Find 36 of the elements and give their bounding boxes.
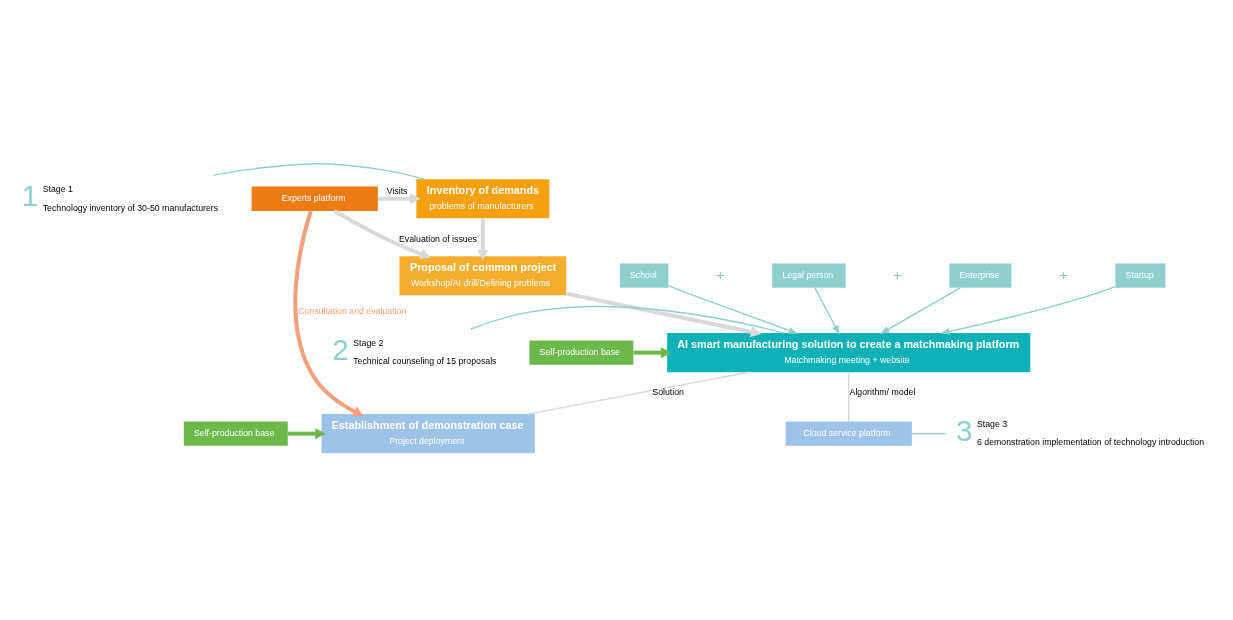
- connector: [527, 371, 750, 415]
- node-box: AI smart manufacturing solution to create a matchmaking platform Matchmaking meeting + website: [667, 332, 1031, 372]
- edge-label: Consultation and evaluation: [298, 305, 407, 316]
- label: +: [716, 266, 725, 282]
- connector: [470, 305, 785, 334]
- edge-label: Evaluation of issues: [398, 233, 477, 244]
- edge-label: Visits: [386, 185, 408, 196]
- arrow: [293, 210, 364, 416]
- node-box: Inventory of demands problems of manufacturers: [416, 178, 550, 218]
- arrow: [565, 291, 762, 337]
- arrow: [333, 208, 431, 259]
- node-box: Enterprise: [949, 263, 1012, 288]
- node-box: Establishment of demonstration case Project deployment: [321, 413, 535, 453]
- arrow: [879, 286, 962, 334]
- arrow: [477, 218, 489, 260]
- connector: [848, 371, 850, 422]
- node-box: Self-production base: [183, 421, 288, 446]
- edge-label: Algorithm/ model: [849, 386, 916, 397]
- arrow: [287, 427, 326, 439]
- arrow: [814, 286, 840, 335]
- arrow: [668, 284, 799, 334]
- arrow: [633, 346, 672, 358]
- connector: [911, 432, 947, 434]
- arrow: [378, 192, 421, 204]
- node-box: Cloud service platform: [785, 421, 912, 446]
- node-box: Startup: [1115, 263, 1166, 288]
- node-box: Experts platform: [251, 186, 378, 211]
- node-box: Proposal of common project Workshop/AI drill/Defining problems: [399, 255, 567, 295]
- label: +: [1059, 266, 1068, 282]
- edge-label: Solution: [652, 386, 684, 397]
- node-box: Legal person: [772, 263, 846, 288]
- node-box: School: [619, 263, 669, 288]
- label: +: [892, 266, 902, 282]
- arrow: [940, 285, 1116, 335]
- node-box: Self-production base: [529, 340, 634, 365]
- connector: [213, 162, 425, 180]
